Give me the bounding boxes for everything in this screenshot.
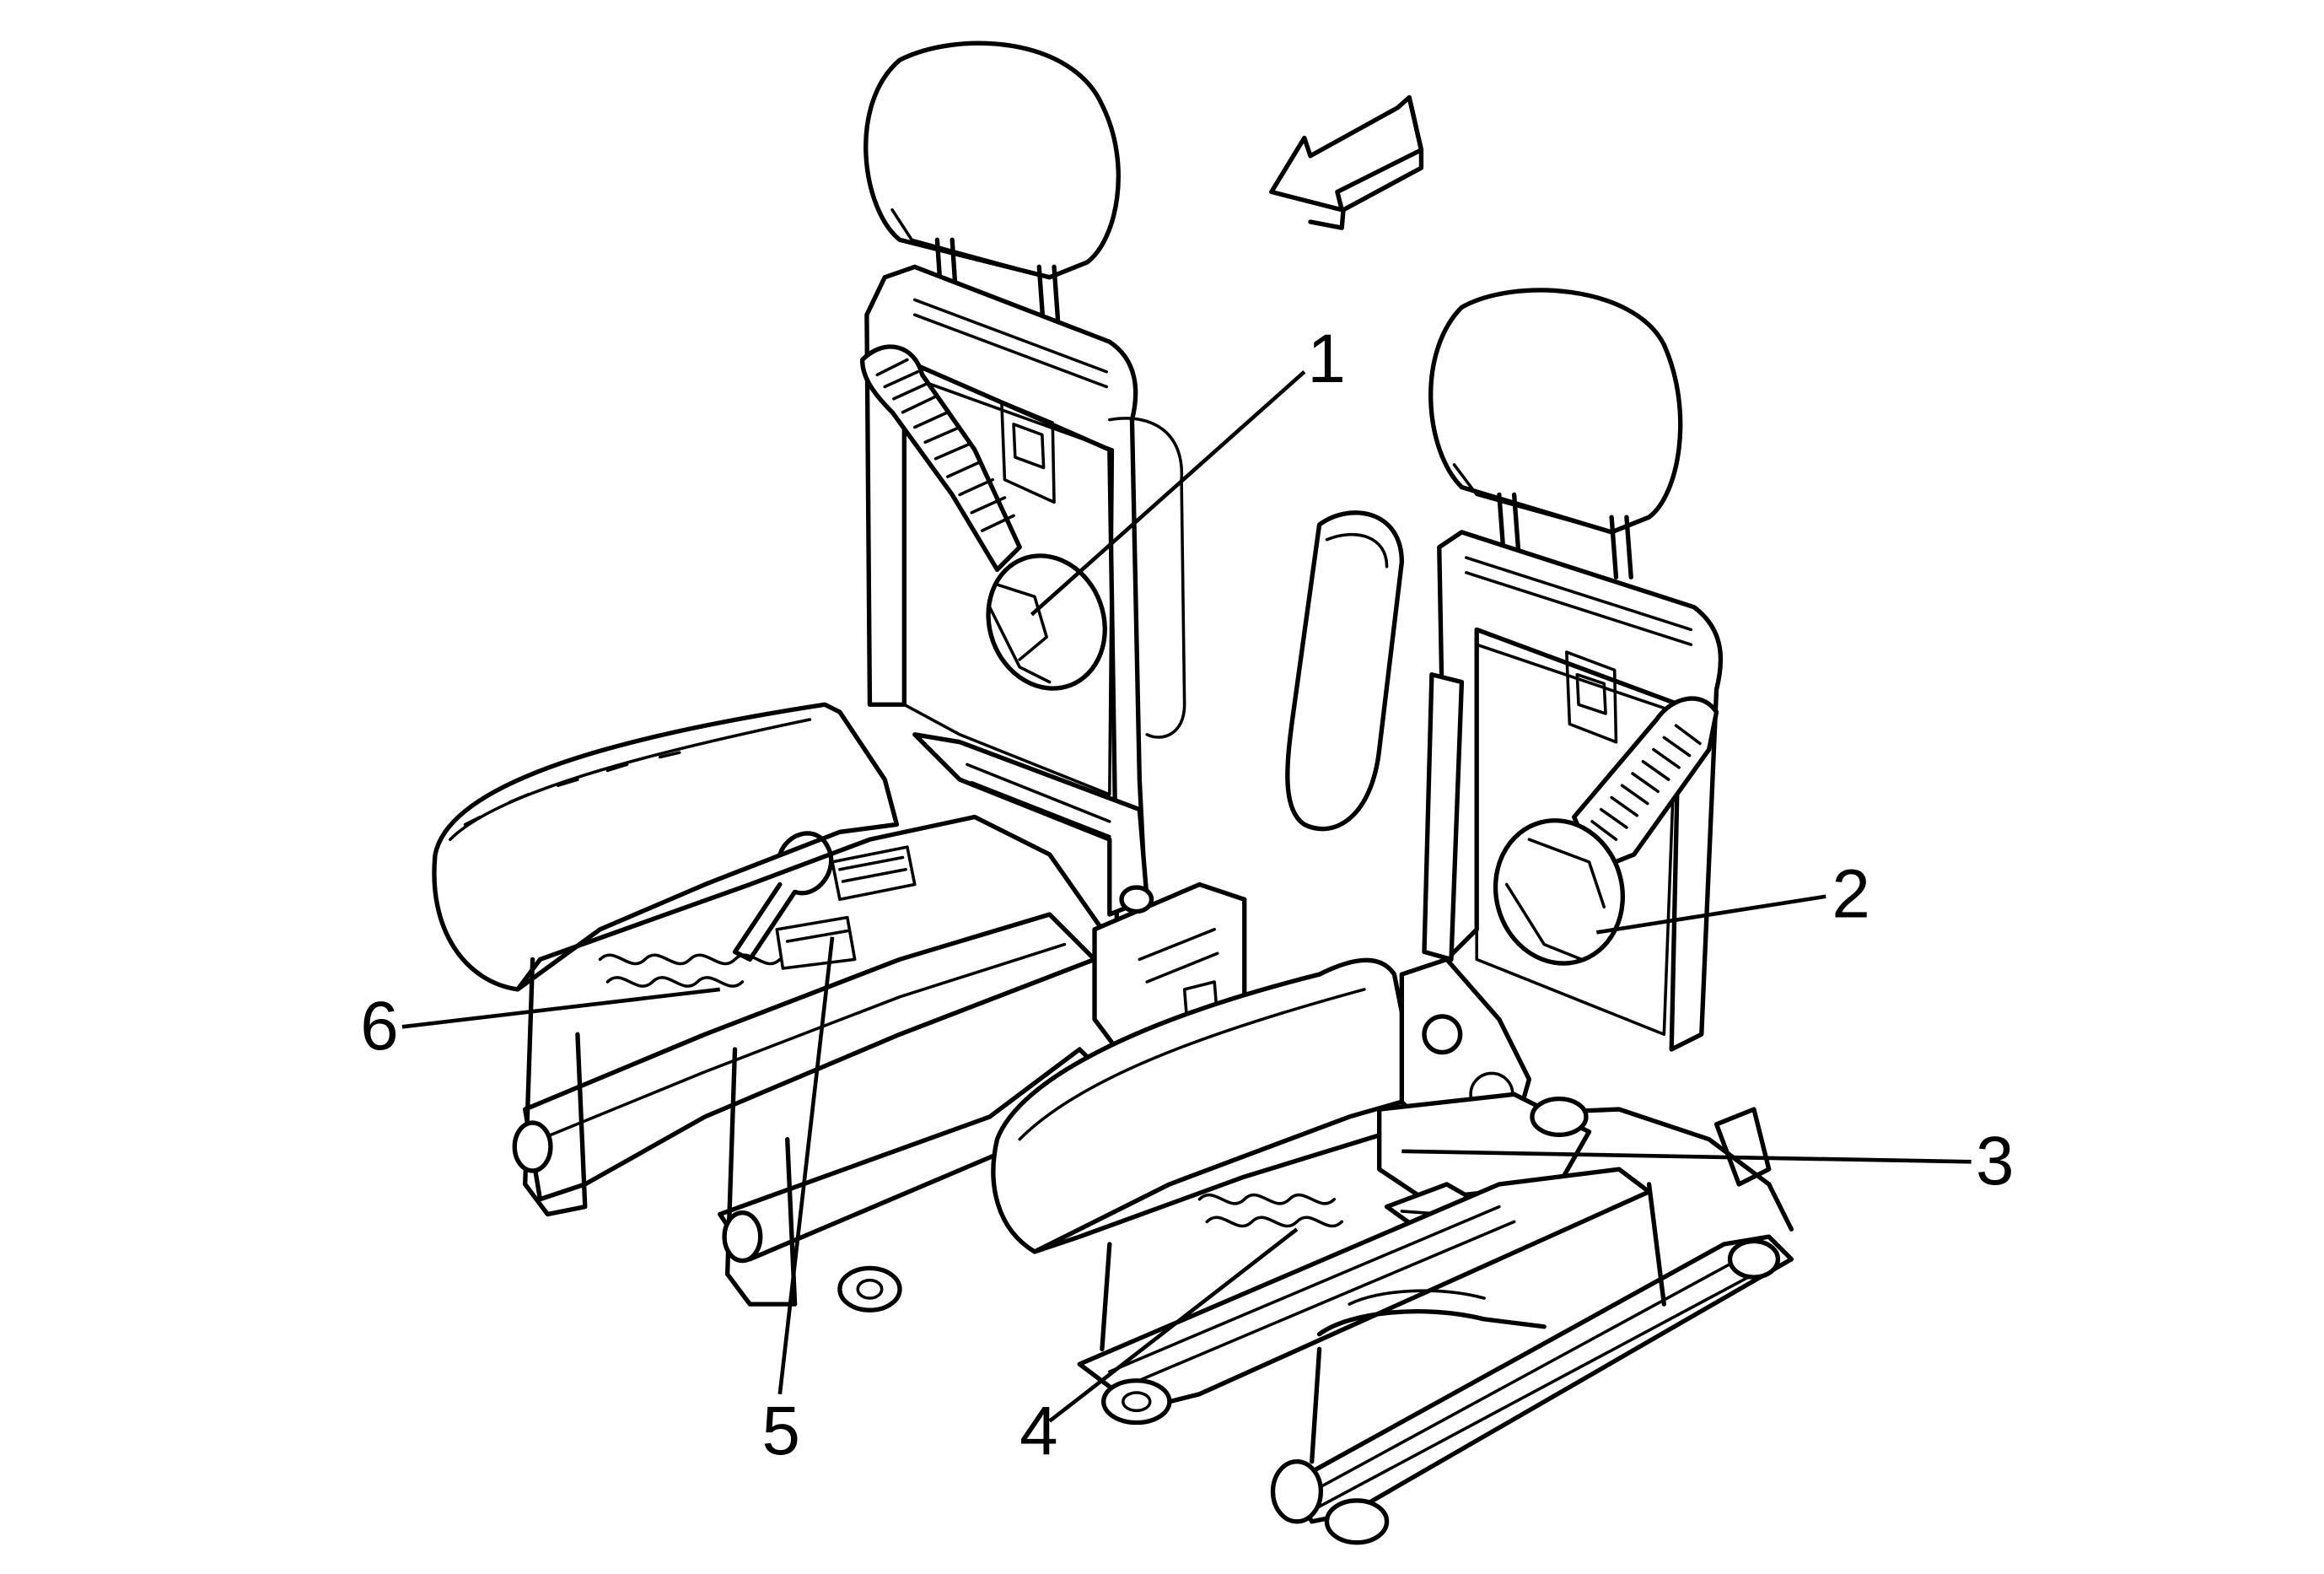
right-seatback-frame (1437, 530, 1724, 1052)
left-headrest (863, 40, 1121, 280)
callout-labels: 1 2 3 4 5 6 (360, 321, 2014, 1469)
left-seat-cushion (432, 702, 900, 992)
leader-line-3 (1401, 1149, 1972, 1164)
callout-6: 6 (360, 988, 398, 1065)
leader-line-6 (401, 987, 721, 1029)
right-seat-cushion (991, 957, 1412, 1254)
callout-5: 5 (762, 1393, 800, 1469)
left-seat (432, 40, 1292, 1313)
callout-3: 3 (1976, 1123, 2014, 1199)
right-seatbelt-hose (1493, 696, 1719, 966)
right-seat (991, 288, 1794, 1545)
right-armrest (1285, 510, 1405, 832)
leader-line-1 (1030, 370, 1306, 617)
callout-2: 2 (1832, 856, 1869, 933)
leader-line-2 (1596, 894, 1826, 935)
right-headrest (1428, 288, 1683, 535)
leader-lines (401, 370, 1972, 1423)
callout-1: 1 (1307, 321, 1345, 397)
forward-direction-arrow-icon (1269, 94, 1424, 230)
leader-line-5 (777, 936, 835, 1395)
leader-line-4 (1048, 1227, 1299, 1423)
callout-4: 4 (1019, 1393, 1057, 1469)
left-seatbelt-hose (859, 344, 1107, 691)
